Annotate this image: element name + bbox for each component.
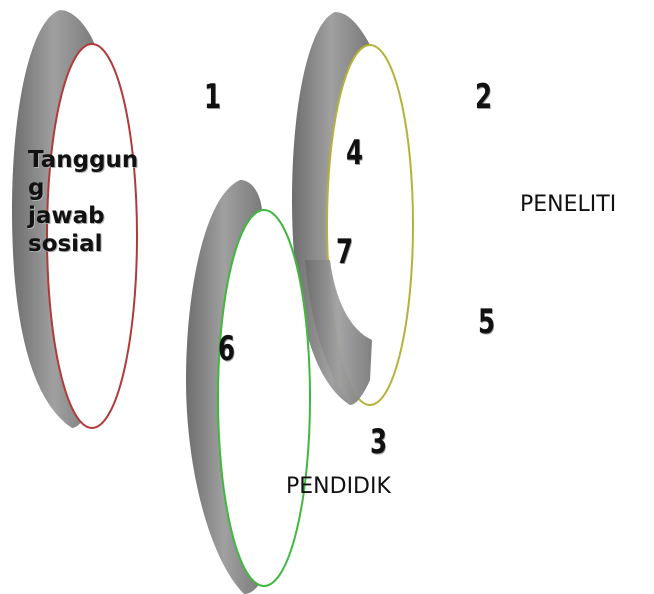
tanggung-jawab-line-2: g: [28, 175, 45, 201]
tanggung-jawab-line-1: Tanggun: [28, 147, 139, 173]
region-number-4: 4: [346, 133, 364, 173]
peneliti-label: PENELITI: [520, 192, 617, 217]
ring-right-edge: [326, 44, 414, 406]
ring-right-overlap: [305, 260, 372, 405]
region-number-6: 6: [218, 329, 236, 369]
tanggung-jawab-sosial-label: Tanggun g jawab sosial: [28, 146, 178, 258]
ring-left-edge: [46, 43, 138, 429]
region-number-3: 3: [370, 422, 388, 462]
region-number-5: 5: [478, 302, 496, 342]
region-number-7: 7: [336, 232, 354, 272]
ring-bottom-edge: [217, 209, 311, 587]
ring-left: [12, 10, 138, 429]
ring-bottom: [186, 180, 311, 594]
region-number-1: 1: [204, 77, 222, 117]
region-number-2: 2: [475, 77, 493, 117]
pendidik-label: PENDIDIK: [286, 474, 391, 499]
tanggung-jawab-line-4: sosial: [28, 231, 103, 257]
tanggung-jawab-line-3: jawab: [28, 203, 105, 229]
